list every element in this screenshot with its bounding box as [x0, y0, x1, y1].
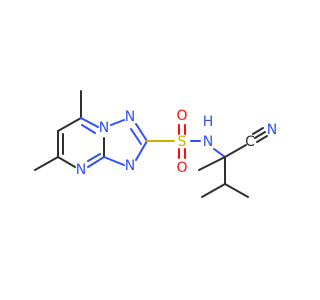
bond-n1-c7-double [81, 124, 96, 134]
atom-label-nitrile-n: N [267, 122, 277, 138]
bond-c5-n4 [57, 156, 76, 168]
atom-label-sulfur: S [178, 134, 187, 150]
bond-c5-methyl [34, 156, 59, 171]
bond-n2-c2 [135, 123, 148, 142]
bond-ch-methyl-left [201, 183, 226, 198]
atom-label-nitrile-c: C [245, 134, 255, 150]
bond-cn-triple-3 [256, 135, 268, 143]
bond-cn-triple-2 [252, 127, 264, 135]
bonds [34, 90, 268, 198]
bond-n2-c2-double [130, 128, 142, 145]
bond-n3-c3a [103, 156, 125, 166]
atom-label-n-triazole-bottom: N [125, 158, 135, 174]
atom-label-n-triazole-top: N [125, 109, 135, 125]
bond-n4-c3a-double [87, 153, 101, 162]
bond-cq-cn [224, 144, 247, 158]
atom-labels: N N N N S O O N H C N [76, 108, 277, 178]
atom-label-oxygen-top: O [176, 108, 187, 124]
chemical-structure: N N N N S O O N H C N [34, 90, 277, 198]
bond-cq-methyl [198, 156, 226, 171]
atom-label-oxygen-bottom: O [176, 160, 187, 176]
bond-cn-triple-1 [254, 131, 266, 139]
atom-label-amide-n: N [203, 134, 213, 150]
bond-ch-methyl-right [224, 183, 249, 198]
bond-n1-n2 [110, 119, 125, 126]
bond-c2-n3 [135, 140, 148, 161]
atom-label-amide-h: H [203, 114, 214, 130]
bond-c7-c6 [57, 117, 82, 132]
atom-label-n-bridgehead: N [99, 120, 109, 136]
bond-n-cq [213, 148, 226, 158]
bond-n4-c3a [87, 156, 105, 168]
atom-label-n-pyrimidine: N [76, 162, 86, 178]
bond-n1-c7 [80, 117, 99, 128]
